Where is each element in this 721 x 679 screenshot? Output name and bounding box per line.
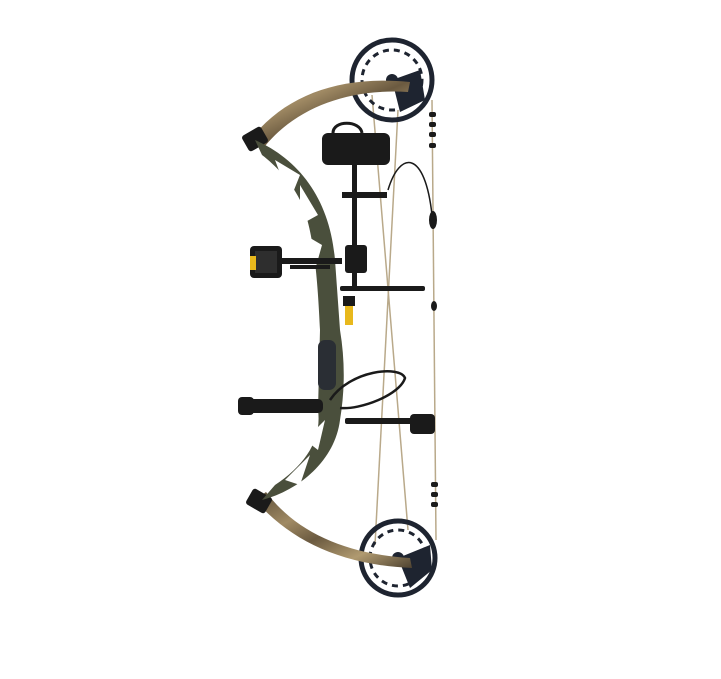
quiver <box>322 121 390 290</box>
top-cam <box>349 37 435 123</box>
bow-sight <box>250 246 342 278</box>
arrow-rest <box>340 286 425 325</box>
riser-cutouts <box>275 160 325 485</box>
bowstring <box>371 94 437 546</box>
riser <box>255 140 344 500</box>
bottom-limb-pocket <box>246 488 272 514</box>
top-limb <box>250 80 410 150</box>
grip <box>318 340 336 390</box>
stabilizer <box>238 370 435 434</box>
d-loop-cable <box>387 161 433 216</box>
bottom-limb <box>255 492 412 568</box>
string-silencers <box>429 112 438 507</box>
wrist-sling <box>328 370 407 410</box>
